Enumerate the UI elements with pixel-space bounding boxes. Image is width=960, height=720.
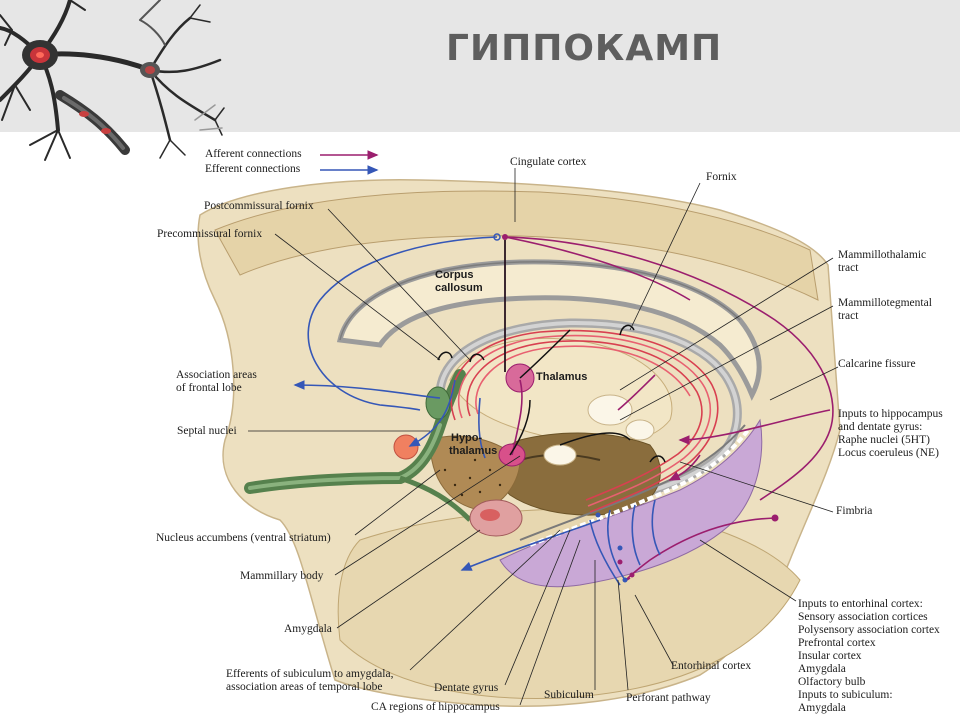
label-calcarine-fissure: Calcarine fissure xyxy=(838,358,916,370)
label-nucleus-accumbens: Nucleus accumbens (ventral striatum) xyxy=(156,532,331,544)
label-fornix: Fornix xyxy=(706,171,737,183)
label-mammillothalamic-2: tract xyxy=(838,262,859,274)
hippocampus-body xyxy=(499,418,763,588)
title-banner: ГИППОКАМП xyxy=(0,0,960,132)
label-mammillotegmental-2: tract xyxy=(838,310,859,322)
septal-nucleus xyxy=(425,386,451,420)
inputs-entorhinal-line: Amygdala xyxy=(798,702,846,714)
mammillary-nucleus xyxy=(498,443,526,467)
inputs-entorhinal-line: Inputs to subiculum: xyxy=(798,689,893,701)
label-hypothalamus-1: Hypo- xyxy=(451,432,483,444)
label-association-frontal-1: Association areas xyxy=(176,369,257,381)
label-cingulate-cortex: Cingulate cortex xyxy=(510,156,587,168)
label-entorhinal-cortex: Entorhinal cortex xyxy=(671,660,752,672)
label-dentate-gyrus: Dentate gyrus xyxy=(434,682,499,694)
label-ca-regions: CA regions of hippocampus xyxy=(371,701,500,713)
inputs-hippocampus-line: Inputs to hippocampus xyxy=(838,408,943,420)
label-association-frontal-2: of frontal lobe xyxy=(176,382,242,394)
inputs-entorhinal-line: Inputs to entorhinal cortex: xyxy=(798,598,923,610)
label-thalamus: Thalamus xyxy=(536,371,588,383)
inputs-hippocampus-line: and dentate gyrus: xyxy=(838,421,923,433)
inputs-entorhinal-line: Amygdala xyxy=(798,663,846,675)
inputs-hippocampus-list: Inputs to hippocampus and dentate gyrus:… xyxy=(838,408,943,460)
accumbens-nucleus xyxy=(393,434,419,460)
label-efferents-subiculum-2: association areas of temporal lobe xyxy=(226,681,383,693)
label-mammillotegmental-1: Mammillotegmental xyxy=(838,297,932,309)
label-amygdala: Amygdala xyxy=(284,623,332,635)
label-corpus-callosum-2: callosum xyxy=(435,282,483,294)
label-corpus-callosum-1: Corpus xyxy=(435,269,474,281)
inputs-entorhinal-line: Polysensory association cortex xyxy=(798,624,940,636)
label-postcommissural-fornix: Postcommissural fornix xyxy=(204,200,314,212)
neuron-illustration xyxy=(0,0,225,161)
hypothalamus-region xyxy=(429,435,521,511)
inputs-hippocampus-line: Locus coeruleus (NE) xyxy=(838,447,939,459)
label-fimbria: Fimbria xyxy=(836,505,873,517)
label-hypothalamus-2: thalamus xyxy=(449,445,498,457)
label-subiculum: Subiculum xyxy=(544,689,594,701)
inputs-entorhinal-line: Prefrontal cortex xyxy=(798,637,876,649)
label-efferents-subiculum-1: Efferents of subiculum to amygdala, xyxy=(226,668,394,680)
legend-afferent-label: Afferent connections xyxy=(205,148,302,160)
label-mammillothalamic-1: Mammillothalamic xyxy=(838,249,927,261)
inputs-entorhinal-line: Olfactory bulb xyxy=(798,676,866,688)
upper-cortex xyxy=(214,190,819,301)
inputs-entorhinal-list: Inputs to entorhinal cortex: Sensory ass… xyxy=(798,598,940,715)
inputs-entorhinal-line: Sensory association cortices xyxy=(798,611,928,623)
label-perforant-pathway: Perforant pathway xyxy=(626,692,711,704)
inputs-entorhinal-line: Insular cortex xyxy=(798,650,862,662)
label-mammillary-body: Mammillary body xyxy=(240,570,324,582)
inputs-hippocampus-line: Raphe nuclei (5HT) xyxy=(838,434,930,446)
label-septal-nuclei: Septal nuclei xyxy=(177,425,237,437)
label-precommissural-fornix: Precommissural fornix xyxy=(157,228,263,240)
page-title: ГИППОКАМП xyxy=(446,28,723,69)
legend-efferent-label: Efferent connections xyxy=(205,163,301,175)
